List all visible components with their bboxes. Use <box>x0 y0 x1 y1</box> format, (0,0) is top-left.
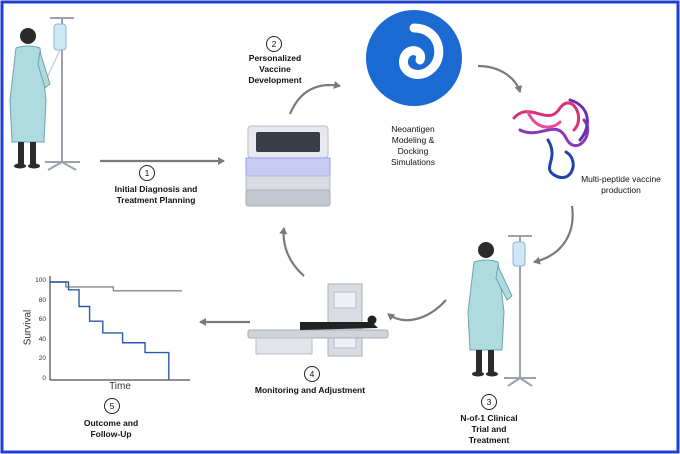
step-4-label: Monitoring and Adjustment <box>240 385 380 396</box>
peptide-line-1: Multi-peptide vaccine <box>581 174 661 184</box>
step-1-label: Initial Diagnosis and Treatment Planning <box>96 184 216 206</box>
flow-arrows <box>100 64 574 326</box>
survival-chart <box>49 276 190 381</box>
y-tick-label: 100 <box>35 277 46 284</box>
peptide-label: Multi-peptide vaccine production <box>566 174 676 196</box>
mri-scanner-icon <box>247 283 389 357</box>
step-3-label: N-of-1 Clinical Trial and Treatment <box>448 413 530 446</box>
y-tick-label: 60 <box>38 316 46 324</box>
modeling-logo-icon <box>366 10 462 106</box>
step-1-number: 1 <box>139 165 155 181</box>
step-5-number: 5 <box>104 398 120 414</box>
step-3-line-3: Treatment <box>468 435 510 445</box>
y-tick-label: 20 <box>38 355 46 363</box>
step-1-line-2: Treatment Planning <box>116 195 196 205</box>
y-tick-label: 40 <box>38 335 46 343</box>
step-4-line-1: Monitoring and Adjustment <box>254 385 366 395</box>
patient-with-iv-icon <box>467 235 536 387</box>
step-2-line-3: Development <box>248 75 302 85</box>
step-3-line-2: Trial and <box>471 424 507 434</box>
neoantigen-line-4: Simulations <box>391 157 435 167</box>
patient-with-iv-icon <box>9 17 80 171</box>
step-2-number: 2 <box>266 36 282 52</box>
peptide-line-2: production <box>601 185 641 195</box>
x-axis-label: Time <box>109 381 131 392</box>
y-tick-label: 0 <box>42 375 46 382</box>
step-1-line-1: Initial Diagnosis and <box>114 184 198 194</box>
neoantigen-line-2: Modeling & <box>391 135 435 145</box>
y-tick-label: 80 <box>38 296 46 304</box>
step-2-line-1: Personalized <box>248 53 302 63</box>
neoantigen-line-1: Neoantigen <box>391 124 435 134</box>
sequencer-machine-icon <box>245 125 331 207</box>
survival-series-2-line <box>50 281 170 380</box>
step-3-line-1: N-of-1 Clinical <box>460 413 518 423</box>
peptide-structure-icon <box>512 98 590 180</box>
neoantigen-label: Neoantigen Modeling & Docking Simulation… <box>368 124 458 168</box>
neoantigen-line-3: Docking <box>397 146 429 156</box>
step-4-number: 4 <box>304 366 320 382</box>
step-2-label: Personalized Vaccine Development <box>230 53 320 86</box>
step-2-line-2: Vaccine <box>259 64 291 74</box>
step-5-line-2: Follow-Up <box>90 429 132 439</box>
step-5-label: Outcome and Follow-Up <box>66 418 156 440</box>
step-5-line-1: Outcome and <box>83 418 139 428</box>
step-3-number: 3 <box>481 394 497 410</box>
